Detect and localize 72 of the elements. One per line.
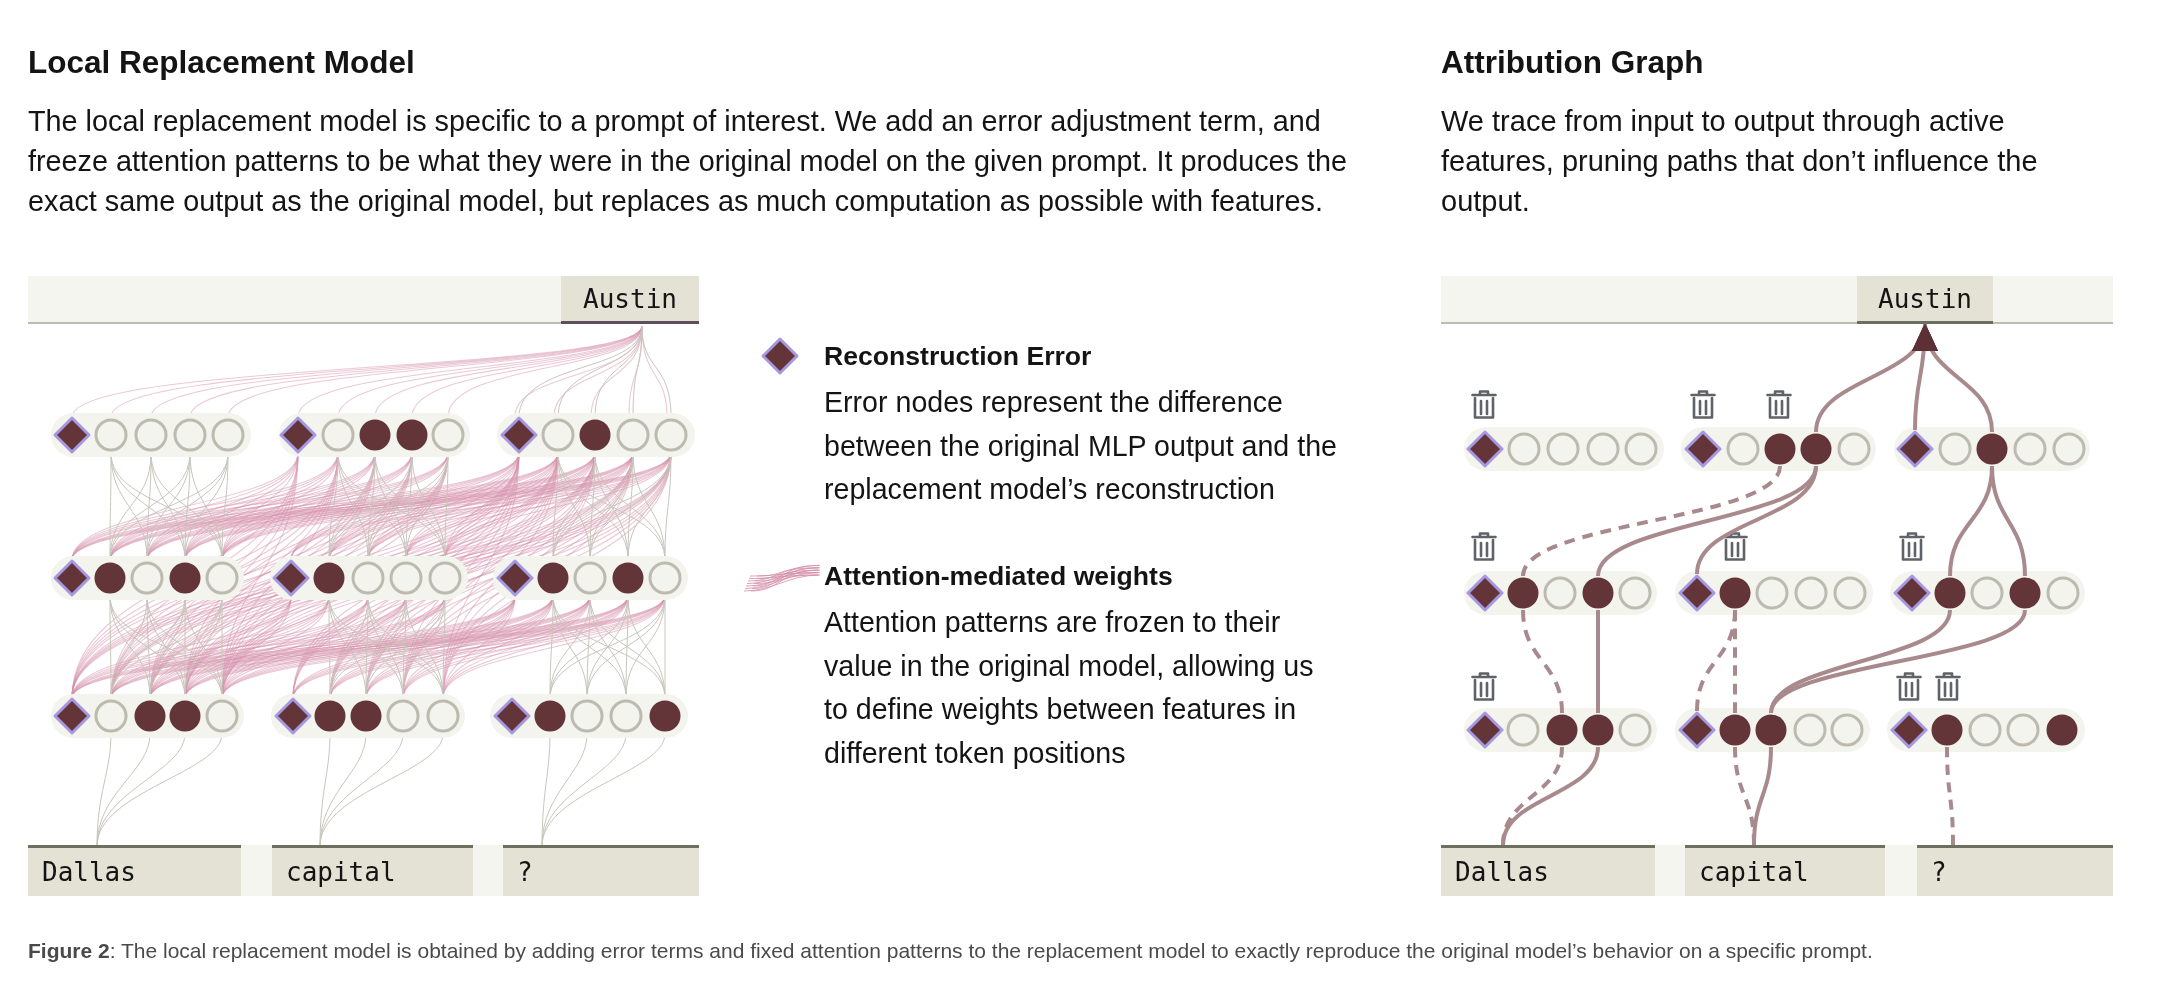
filled-feature-circle [1581,576,1615,610]
error-diamond [1896,430,1934,468]
connector-line [1596,610,1600,713]
empty-feature-circle [1837,432,1871,466]
empty-feature-circle [1507,432,1541,466]
dashed-connector-line [1733,610,1737,713]
dashed-connector-line [1945,746,1955,846]
empty-feature-circle [2046,576,2080,610]
legend-description: Attention patterns are frozen to their value in the original model, allowing us to define weights between features in different token positions [824,605,1315,771]
filled-feature-circle [1718,576,1752,610]
filled-feature-circle [1506,576,1540,610]
token-box: Dallas [28,845,241,896]
empty-feature-circle [1546,432,1580,466]
error-diamond [1890,711,1928,749]
connector-line [1501,746,1600,846]
empty-feature-circle [1830,713,1864,747]
error-diamond [1893,574,1931,612]
connector-line [1990,465,2027,577]
connector-line [1695,465,1818,575]
filled-feature-circle [1754,713,1788,747]
empty-feature-circle [2052,432,2086,466]
error-diamond [1678,711,1716,749]
panel-title: Local Replacement Model [28,43,415,81]
empty-feature-circle [1586,432,1620,466]
panel-description: We trace from input to output through active features, pruning paths that don’t influence the output. [1441,104,2039,219]
panel-description: The local replacement model is specific to a prompt of interest. We add an error adjustment term, and freeze attention patterns to be what they were in the original model on the given prompt. It produces the exact same output as the original model, but replaces as much computation as possible with features. [28,104,1349,219]
empty-feature-circle [2006,713,2040,747]
filled-feature-circle [2008,576,2042,610]
filled-feature-circle [1799,432,1833,466]
token-box: Austin [1857,276,1993,324]
filled-feature-circle [1763,432,1797,466]
error-diamond [1684,430,1722,468]
filled-feature-circle [1975,432,2009,466]
empty-feature-circle [1793,713,1827,747]
legend-label: Reconstruction Error [824,340,1092,373]
empty-feature-circle [1794,576,1828,610]
figure-caption: Figure 2: The local replacement model is obtained by adding error terms and fixed attention patterns to the replacement model to exactly reproduce the original model’s behavior on a specific prompt. [28,938,1873,964]
arrow [1914,323,1994,433]
dashed-connector-line [1521,609,1564,714]
token-box: Austin [561,276,699,324]
filled-feature-circle [1718,713,1752,747]
filled-feature-circle [2045,713,2079,747]
dashed-connector-line [1521,465,1782,577]
empty-feature-circle [1833,576,1867,610]
filled-feature-circle [1581,713,1615,747]
filled-feature-circle [1545,713,1579,747]
legend-description: Error nodes represent the difference between the original MLP output and the replacement model’s reconstruction [824,385,1338,507]
error-diamond [1466,430,1504,468]
empty-feature-circle [1618,576,1652,610]
filled-feature-circle [1933,576,1967,610]
empty-feature-circle [1726,432,1760,466]
empty-feature-circle [1543,576,1577,610]
token-box: capital [1685,845,1885,896]
empty-feature-circle [1624,432,1658,466]
empty-feature-circle [1968,713,2002,747]
error-diamond [1678,574,1716,612]
token-box: ? [1917,845,2113,896]
filled-feature-circle [1930,713,1964,747]
empty-feature-circle [2013,432,2047,466]
token-box: Dallas [1441,845,1655,896]
error-diamond [1466,574,1504,612]
empty-feature-circle [1970,576,2004,610]
panel-title: Attribution Graph [1441,43,1704,81]
empty-feature-circle [1506,713,1540,747]
legend-label: Attention-mediated weights [824,560,1173,593]
connector-line [1769,609,2027,714]
empty-feature-circle [1755,576,1789,610]
empty-feature-circle [1618,713,1652,747]
token-box: capital [272,845,473,896]
error-diamond [1466,711,1504,749]
token-box: ? [503,845,699,896]
empty-feature-circle [1938,432,1972,466]
